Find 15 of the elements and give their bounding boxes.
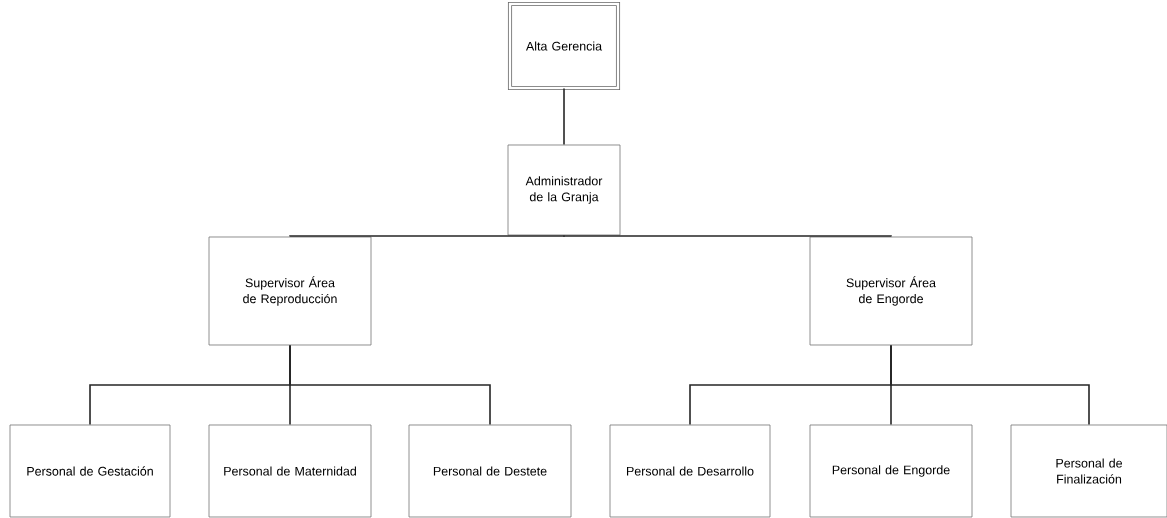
org-box: Personal de Destete	[408, 424, 572, 518]
connector-line	[563, 234, 892, 238]
org-box: Alta Gerencia	[507, 1, 621, 91]
connector-line	[890, 344, 1090, 426]
org-box: Personal de Maternidad	[208, 424, 372, 518]
org-box: Administrador de la Granja	[507, 144, 621, 236]
org-box: Supervisor Área de Reproducción	[208, 236, 372, 346]
connector-line	[563, 87, 565, 146]
org-box: Personal de Gestación	[9, 424, 171, 518]
connector-line	[289, 344, 491, 426]
org-box: Personal de Finalización	[1010, 424, 1167, 518]
org-box: Personal de Desarrollo	[609, 424, 771, 518]
org-box: Personal de Engorde	[809, 424, 973, 518]
org-box: Supervisor Área de Engorde	[809, 236, 973, 346]
connector-line	[289, 234, 565, 238]
